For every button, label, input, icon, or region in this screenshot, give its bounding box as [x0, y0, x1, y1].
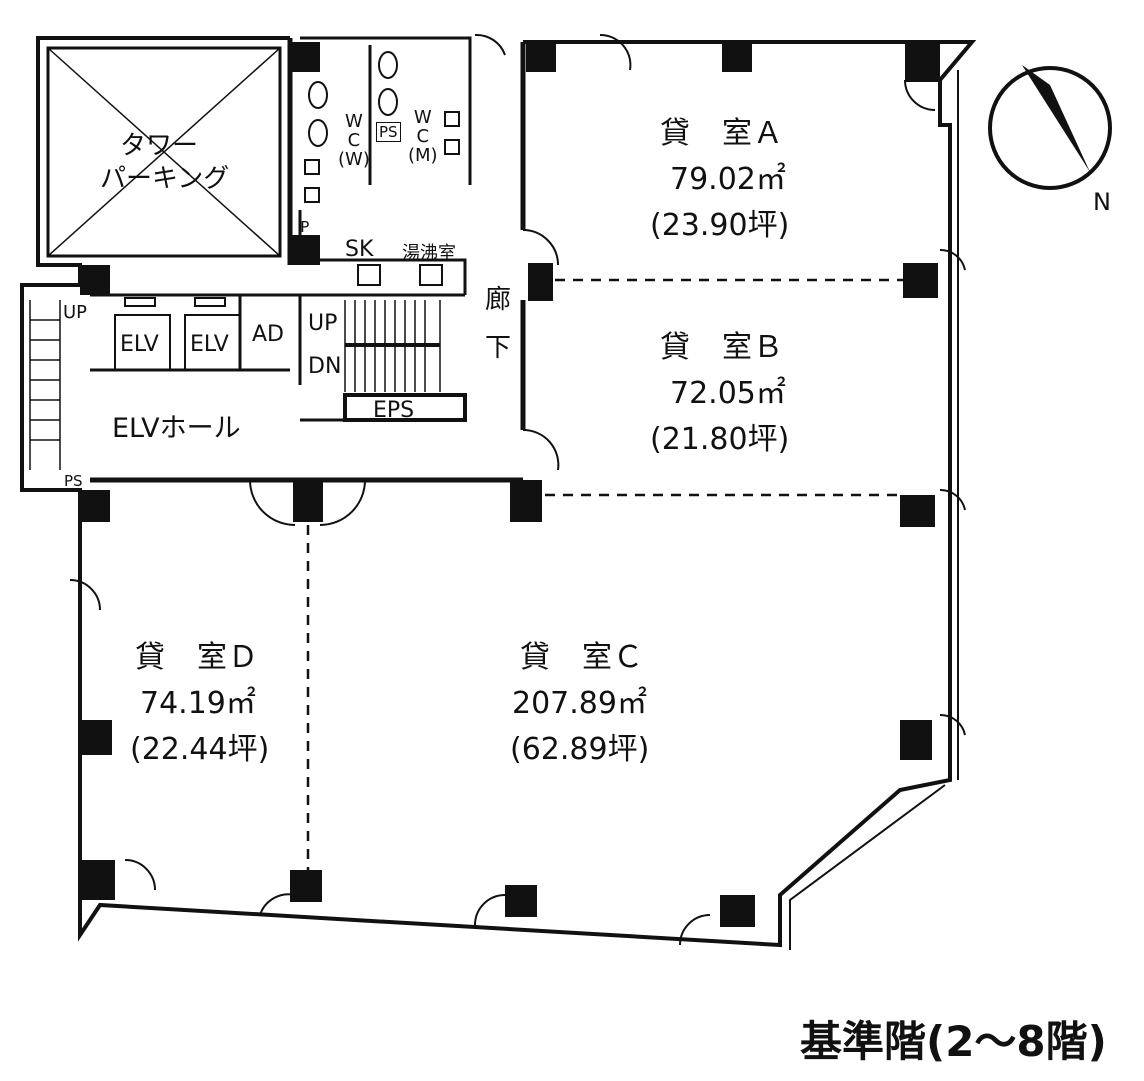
tower-parking-box: [46, 46, 282, 258]
left-stair: [29, 300, 61, 470]
elevator-2-label: ELV: [190, 332, 229, 357]
room-d-tsubo: (22.44坪): [130, 732, 270, 767]
columns: [80, 42, 940, 927]
left-ps-label: PS: [64, 472, 83, 490]
wc-women-label: W C (W): [338, 111, 370, 170]
elevator-2: [184, 314, 241, 371]
sk-label: SK: [345, 237, 374, 262]
door-swings: [69, 33, 966, 946]
floor-caption: 基準階(2〜8階): [800, 1017, 1107, 1066]
north-label: N: [1093, 188, 1111, 216]
stair-dn-label: DN: [308, 354, 342, 379]
stair: [344, 300, 441, 392]
room-c-area: 207.89㎡: [512, 686, 647, 721]
eps-label: EPS: [373, 398, 415, 423]
kitchenette-label: 湯沸室: [402, 243, 456, 264]
ad-label: AD: [252, 322, 284, 347]
diagonal-inner: [789, 784, 946, 950]
ps-top-label: PS: [376, 122, 401, 142]
ps-vertical-label: P S: [300, 218, 310, 251]
corridor-label: 廊 下: [485, 285, 512, 363]
wc-fixtures: [304, 51, 460, 286]
room-a-area: 79.02㎡: [670, 162, 786, 197]
north-compass-icon: [988, 65, 1112, 190]
elevator-1-label: ELV: [120, 332, 159, 357]
elevator-hall-label: ELVホール: [112, 413, 241, 444]
stair-up-label: UP: [308, 311, 338, 336]
tower-parking-label-2: パーキング: [100, 164, 230, 194]
room-b-name: 貸 室Ｂ: [660, 330, 784, 365]
room-b-tsubo: (21.80坪): [650, 422, 790, 457]
room-c-name: 貸 室Ｃ: [520, 640, 644, 675]
room-a-tsubo: (23.90坪): [650, 208, 790, 243]
left-stair-up-label: UP: [63, 302, 88, 323]
room-d-name: 貸 室Ｄ: [135, 640, 259, 675]
tower-parking-label-1: タワー: [120, 131, 199, 161]
room-c-tsubo: (62.89坪): [510, 732, 650, 767]
wc-men-label: W C (M): [408, 107, 438, 166]
elevator-1: [114, 314, 171, 371]
room-d-area: 74.19㎡: [140, 686, 256, 721]
room-b-area: 72.05㎡: [670, 376, 786, 411]
room-a-name: 貸 室Ａ: [660, 116, 784, 151]
